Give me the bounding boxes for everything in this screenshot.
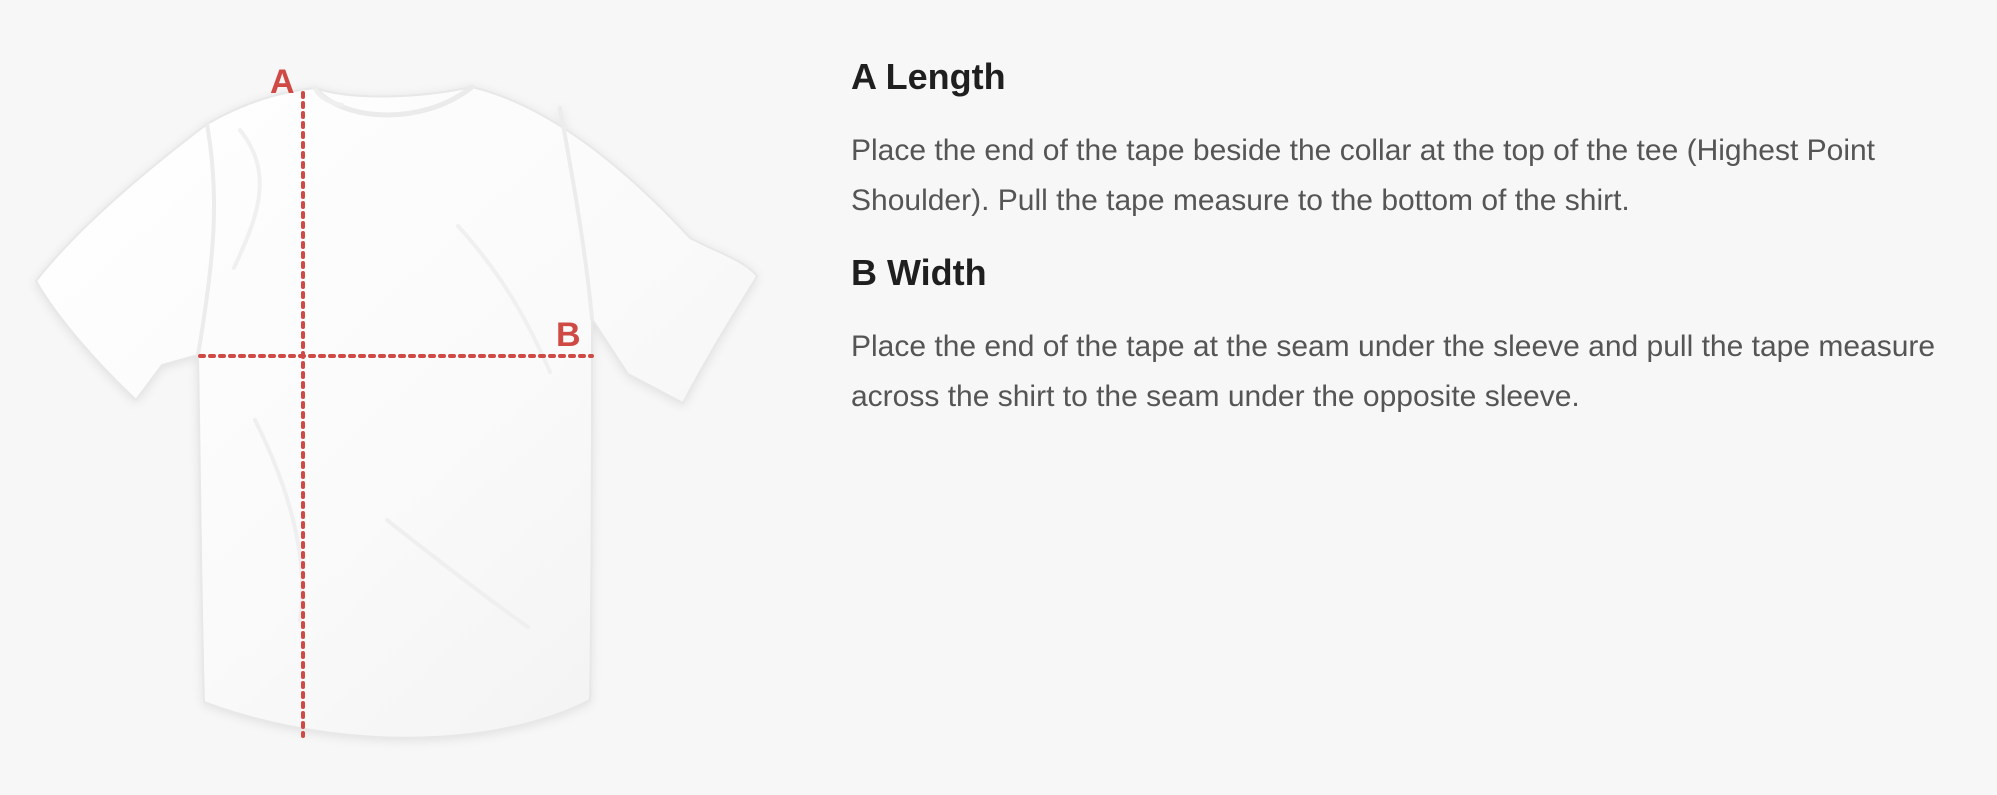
width-instructions: Place the end of the tape at the seam un… (851, 330, 1936, 413)
tshirt-measurement-diagram: A B (0, 0, 800, 795)
width-section: B Width Place the end of the tape at the… (851, 251, 1971, 422)
length-heading: A Length (851, 56, 1006, 97)
tshirt-shape (34, 84, 759, 739)
length-instructions: Place the end of the tape beside the col… (851, 134, 1876, 217)
measurement-guides: A B (198, 63, 594, 738)
length-section: A Length Place the end of the tape besid… (851, 55, 1971, 226)
marker-b-label: B (556, 316, 581, 354)
width-heading: B Width (851, 252, 987, 293)
marker-a-label: A (270, 63, 295, 101)
measurement-instructions: A Length Place the end of the tape besid… (851, 55, 1971, 422)
tshirt-illustration: A B (34, 63, 759, 739)
